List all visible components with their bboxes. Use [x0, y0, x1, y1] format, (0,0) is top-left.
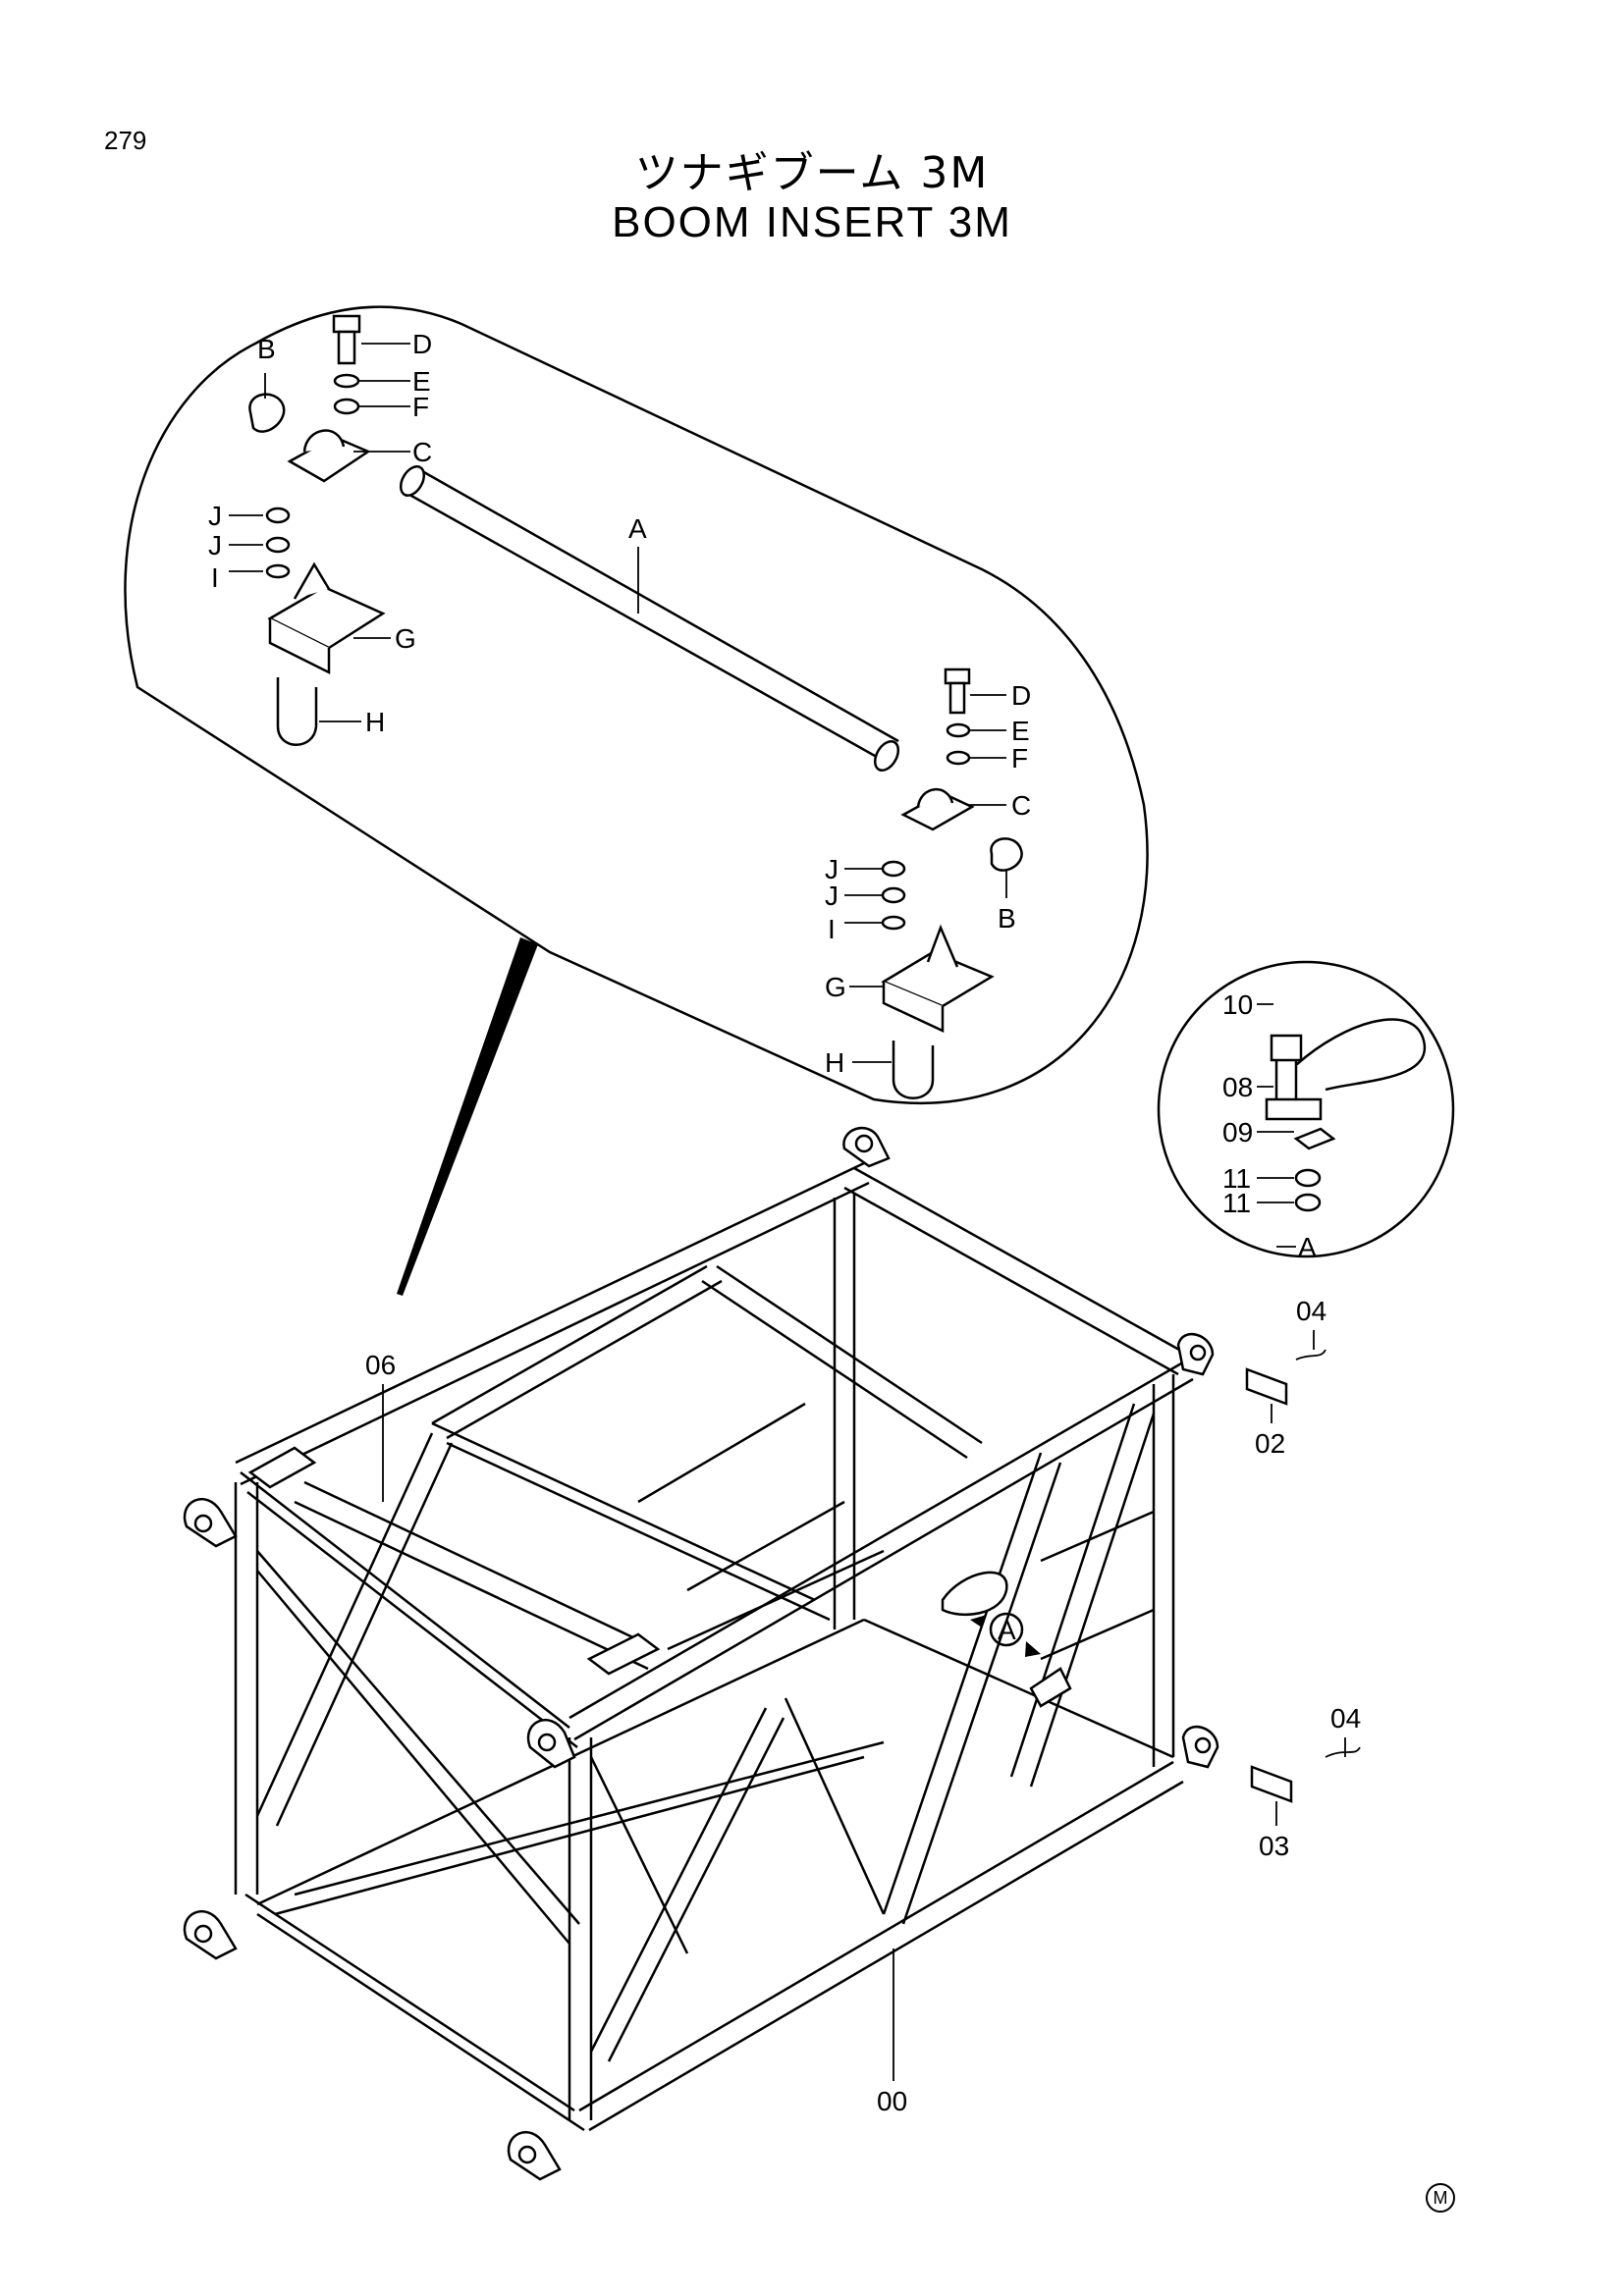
svg-text:E: E: [1011, 716, 1030, 746]
detail-bubble-outline: [124, 305, 1149, 1105]
svg-text:D: D: [1011, 680, 1031, 711]
callout-h-top: H: [365, 707, 385, 737]
pins: [1245, 1349, 1361, 1803]
callout-f-top: F: [412, 392, 429, 422]
svg-text:11: 11: [1222, 1188, 1251, 1218]
svg-text:09: 09: [1222, 1117, 1253, 1148]
svg-text:B: B: [998, 903, 1016, 934]
svg-text:G: G: [825, 972, 846, 1002]
svg-text:04: 04: [1330, 1703, 1361, 1734]
title-english: BOOM INSERT 3M: [612, 198, 1012, 246]
view-arrow-a-label: A: [998, 1615, 1016, 1645]
svg-text:10: 10: [1222, 989, 1253, 1020]
svg-text:F: F: [1011, 743, 1028, 774]
callout-g-top: G: [395, 623, 416, 654]
callout-b-top: B: [257, 334, 276, 364]
callouts-bottom-right: D E F C B J J I G H: [825, 680, 1031, 1078]
svg-text:H: H: [825, 1047, 844, 1078]
callout-a-top: A: [628, 513, 647, 544]
detail-a-circle: 10 08 09 11 11 A: [1157, 960, 1455, 1262]
pipe-a: [399, 465, 900, 772]
svg-text:08: 08: [1222, 1072, 1253, 1102]
callout-j2-top: J: [208, 530, 222, 561]
callout-d-top: D: [412, 329, 432, 359]
svg-text:06: 06: [365, 1350, 396, 1380]
callout-e-top: E: [412, 366, 431, 397]
svg-text:11: 11: [1222, 1163, 1251, 1194]
manufacturer-logo-mark: M: [1426, 2183, 1455, 2213]
detail-leader-wedge: [397, 937, 538, 1296]
callout-j1-top: J: [208, 501, 222, 531]
svg-text:00: 00: [877, 2086, 907, 2116]
view-arrow-a: A: [970, 1612, 1041, 1657]
svg-text:A: A: [1298, 1232, 1317, 1262]
callout-c-top: C: [412, 437, 432, 467]
callout-i-top: I: [211, 562, 219, 593]
svg-text:I: I: [828, 914, 836, 944]
svg-text:04: 04: [1296, 1296, 1326, 1326]
page-number: 279: [104, 126, 147, 155]
svg-text:J: J: [825, 881, 839, 911]
svg-text:02: 02: [1255, 1428, 1285, 1459]
svg-text:03: 03: [1259, 1831, 1289, 1861]
detail-top-left-parts: [248, 314, 386, 746]
callouts-main: 06 04 02 04 03 00: [365, 1296, 1361, 2116]
svg-text:C: C: [1011, 790, 1031, 821]
callouts-top-left: D E F B C J J I G H A: [208, 329, 647, 737]
detail-bottom-right-parts: [881, 667, 1023, 1099]
boom-insert-frame: [183, 1127, 1219, 2181]
svg-text:J: J: [825, 854, 839, 884]
title-japanese: ツナギブーム 3M: [634, 148, 990, 198]
